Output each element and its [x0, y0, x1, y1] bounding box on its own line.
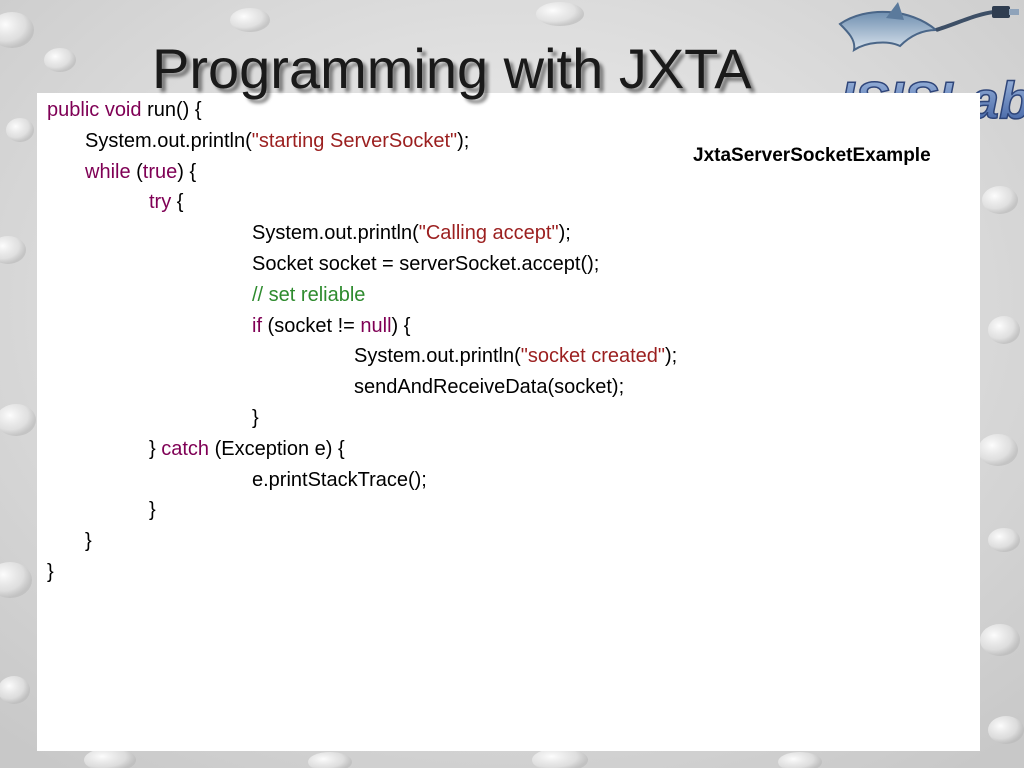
slide-title: Programming with JXTA [152, 37, 752, 100]
code-text: Socket socket = serverSocket.accept(); [252, 253, 600, 275]
code-line: System.out.println("Calling accept"); [252, 221, 571, 245]
code-line: Socket socket = serverSocket.accept(); [252, 252, 599, 276]
code-text: (Exception e) { [209, 437, 345, 460]
code-line: try { [149, 190, 183, 214]
code-text: ( [130, 160, 143, 183]
code-line: } catch (Exception e) { [149, 437, 345, 461]
code-line: } [252, 406, 259, 430]
code-text: } [47, 561, 54, 583]
code-string: "socket created" [520, 345, 666, 368]
example-label: JxtaServerSocketExample [693, 145, 931, 166]
code-text: { [171, 191, 184, 214]
code-keyword: true [142, 160, 178, 183]
code-string: "starting ServerSocket" [251, 129, 458, 152]
code-text: } [85, 530, 92, 553]
code-line: public void run() { [47, 98, 202, 122]
code-keyword: catch [161, 437, 210, 460]
code-text: ); [457, 129, 470, 152]
code-text: (socket != [262, 314, 361, 337]
code-panel: JxtaServerSocketExample public void run(… [37, 93, 980, 751]
code-line: System.out.println("starting ServerSocke… [85, 129, 469, 153]
code-line: System.out.println("socket created"); [354, 344, 677, 368]
code-text: } [149, 499, 156, 522]
code-text: sendAndReceiveData(socket); [354, 376, 625, 399]
code-text: System.out.println( [85, 129, 252, 152]
code-keyword: try [149, 191, 172, 214]
code-keyword: if [252, 314, 262, 337]
code-line: if (socket != null) { [252, 314, 410, 338]
code-text: ); [558, 222, 571, 245]
code-text: System.out.println( [252, 222, 419, 245]
code-text: run() { [141, 99, 202, 121]
code-line: } [85, 529, 92, 553]
code-string: "Calling accept" [418, 222, 559, 245]
code-text: System.out.println( [354, 345, 521, 368]
code-keyword: null [360, 314, 392, 337]
code-text: ) { [177, 160, 197, 183]
code-text: e.printStackTrace(); [252, 468, 427, 491]
code-comment: // set reliable [252, 283, 366, 306]
code-text: } [252, 407, 259, 429]
code-keyword: public void [47, 99, 142, 121]
code-line: } [149, 498, 156, 522]
code-text: } [149, 437, 162, 460]
code-line: sendAndReceiveData(socket); [354, 375, 624, 399]
code-line: // set reliable [252, 283, 365, 307]
code-keyword: while [85, 160, 131, 183]
code-line: } [47, 560, 54, 584]
code-text: ); [665, 345, 678, 368]
code-line: while (true) { [85, 160, 196, 184]
code-text: ) { [391, 314, 411, 337]
code-line: e.printStackTrace(); [252, 468, 427, 492]
